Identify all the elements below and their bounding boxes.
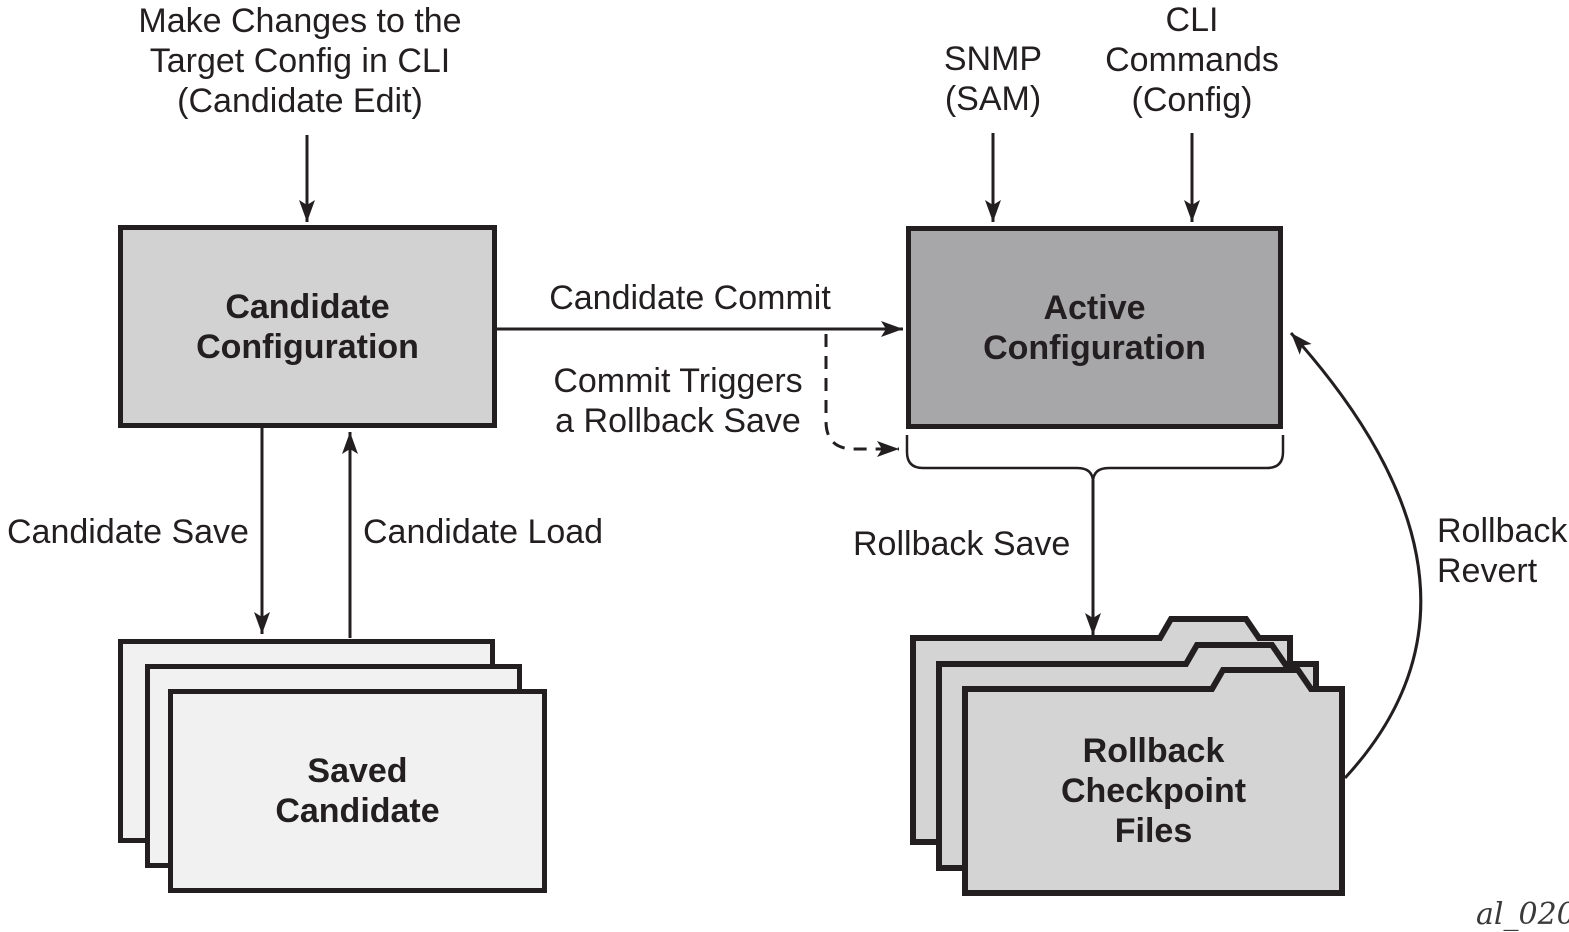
figure-id: al_0202: [1476, 897, 1569, 932]
rollback-revert-label: Rollback Revert: [1437, 512, 1568, 590]
candidate-save-label: Candidate Save: [7, 513, 249, 551]
candidate-load-label: Candidate Load: [363, 513, 604, 551]
commit-triggers-label: Commit Triggers a Rollback Save: [553, 362, 803, 440]
active-configuration-box: Active Configuration: [906, 226, 1283, 429]
make-changes-note: Make Changes to the Target Config in CLI…: [138, 2, 462, 120]
candidate-configuration-box: Candidate Configuration: [118, 225, 497, 428]
cli-commands-note: CLI Commands (Config): [1105, 1, 1279, 119]
commit-triggers-arrow: [824, 334, 899, 457]
candidate-commit-label: Candidate Commit: [549, 279, 831, 317]
saved-candidate-stack: Saved Candidate: [168, 689, 547, 893]
rollback-checkpoint-files-title: Rollback Checkpoint Files: [1060, 732, 1247, 850]
snmp-note: SNMP (SAM): [943, 40, 1043, 118]
active-configuration-brace: [905, 435, 1285, 483]
rollback-save-label: Rollback Save: [853, 525, 1071, 563]
